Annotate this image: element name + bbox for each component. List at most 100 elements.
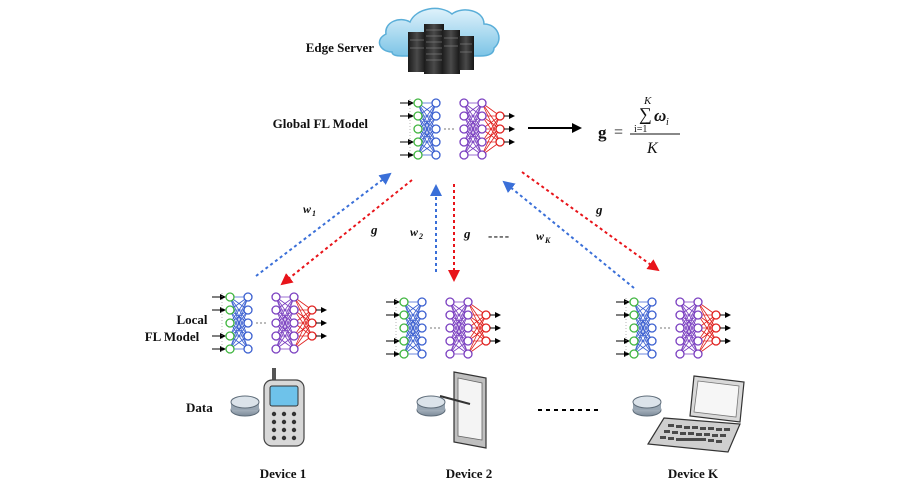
device-label-2: Device 2 [446,466,493,481]
nn-edge [229,296,249,337]
nn-node-hidden [445,323,455,333]
nn-node-hidden [289,318,299,328]
nn-edge [463,102,483,130]
nn-node-hidden [693,323,703,333]
upload-arrows [255,172,635,289]
nn-node-hidden [675,323,685,333]
nn-node-hidden [431,150,441,160]
nn-node-hidden [417,297,427,307]
nn-node-hidden [459,98,469,108]
data-label: Data [186,400,213,415]
nn-node-hidden [477,111,487,121]
nn-edge [679,301,699,355]
nn-edge [417,102,437,156]
nn-edge [403,327,423,355]
data-disk-icon-1 [230,395,260,417]
nn-node-output [711,336,721,346]
nn-node-hidden [675,336,685,346]
upload-label-1: w 1 [303,202,316,218]
device-label-1: Device 1 [260,466,307,481]
nn-node-output [481,310,491,320]
nn-edge [481,115,501,156]
nn-edge [417,102,437,130]
nn-node-input [629,336,639,346]
nn-edge [679,301,699,342]
nn-edge [275,309,295,350]
nn-node-input [225,305,235,315]
nn-node-output [307,331,317,341]
nn-node-input [629,323,639,333]
formula-sum-symbol: ∑ [639,104,652,124]
nn-node-input [413,137,423,147]
nn-node-hidden [431,124,441,134]
global-nn-icon [400,98,515,160]
broadcast-label-1: g [370,222,378,237]
nn-node-hidden [445,297,455,307]
nn-node-hidden [675,297,685,307]
svg-text:w: w [536,229,545,243]
nn-node-hidden [693,297,703,307]
nn-edges [417,102,501,156]
svg-text:w: w [303,202,312,216]
nn-edge [679,301,699,329]
nn-node-hidden [647,297,657,307]
nn-node-output [711,310,721,320]
upload-arrow-k [502,180,635,289]
nn-node-input [413,98,423,108]
upload-arrow-1 [255,172,392,277]
nn-node-input [629,349,639,359]
nn-node-input [399,349,409,359]
nn-edge [403,301,423,355]
nn-edge [449,327,469,355]
tablet-icon [439,371,487,449]
formula-denominator: K [646,140,659,157]
nn-node-hidden [417,323,427,333]
nn-node-hidden [693,336,703,346]
nn-node-hidden [477,124,487,134]
nn-node-hidden [459,111,469,121]
nn-node-hidden [459,137,469,147]
nn-node-hidden [477,98,487,108]
nn-node-hidden [289,292,299,302]
phone-icon [263,368,305,447]
local-nn-icon-1 [212,292,327,354]
nn-edge [679,314,699,355]
aggregation-formula: g = K ∑ i=1 ω i K [598,95,680,157]
data-disk-icon-2 [416,395,446,417]
nn-edge [467,314,487,342]
nn-node-hidden [647,310,657,320]
edge-server-label: Edge Server [306,40,374,55]
svg-text:w: w [410,225,419,239]
data-disk-icon-k [632,395,662,417]
nn-edge [417,128,437,156]
nn-edge [417,102,437,143]
nn-edge [449,301,469,329]
nn-node-input [629,297,639,307]
nn-node-input [629,310,639,320]
nn-node-output [495,124,505,134]
broadcast-arrow-k [521,171,660,272]
nn-edge [697,327,717,355]
nn-edge [275,296,295,350]
formula-sum-top: K [643,95,652,107]
nn-node-output [495,137,505,147]
svg-text:2: 2 [418,232,423,241]
nn-node-hidden [445,336,455,346]
nn-edge [417,115,437,156]
upload-label-k: w K [536,229,551,245]
nn-edge [403,301,423,342]
nn-node-input [399,310,409,320]
nn-node-hidden [417,310,427,320]
nn-node-input [399,336,409,346]
nn-edge [449,301,469,342]
nn-edge [467,314,487,355]
nn-edge [633,314,653,355]
nn-node-hidden [271,292,281,302]
nn-edges [229,296,313,350]
nn-node-hidden [463,310,473,320]
nn-node-hidden [243,305,253,315]
nn-node-hidden [271,305,281,315]
nn-edge [449,301,469,355]
nn-node-input [225,331,235,341]
